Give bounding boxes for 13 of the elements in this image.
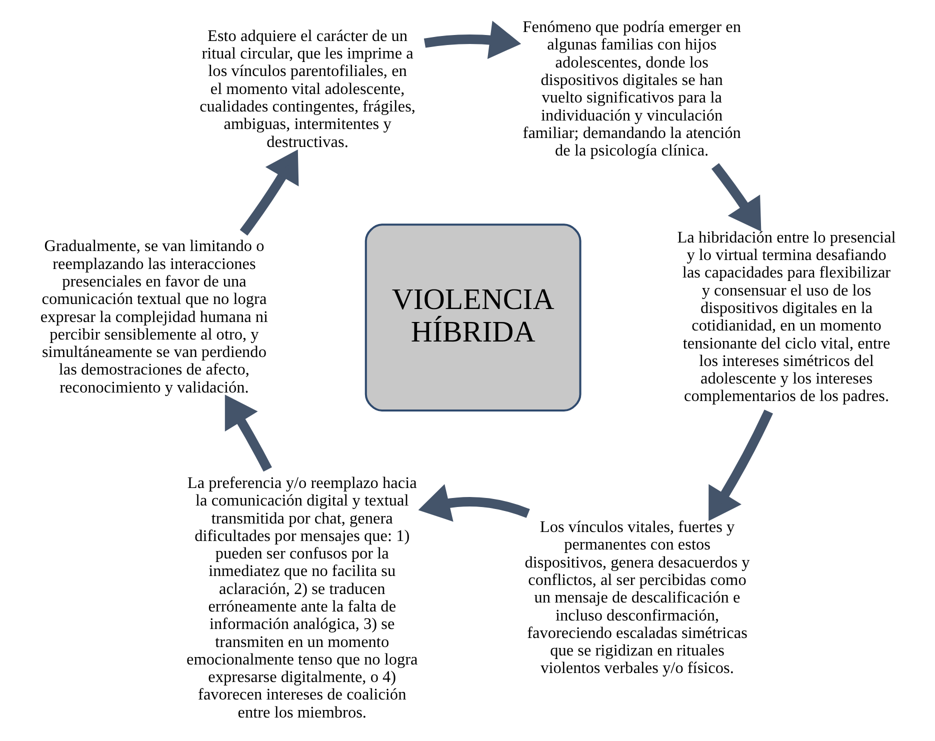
node-text: La hibridación entre lo presencial y lo virtual termina desafiando las capacidades para flexibilizar y consensuar el uso de los dispositivos digitales en la cotidianidad, en un momento tensionante del ciclo vital, entre los intereses simétricos del adolescente y los intereses complementarios de los padres. — [676, 227, 896, 406]
arrow — [239, 150, 298, 236]
node-text: Gradualmente, se van limitando o reemplazando las interacciones presenciales en favor de una comunicación textual que no logra expresar la complejidad humana ni percibir sensiblemente al otro, y simultáneamente se van perdiendo las demostraciones de afecto, reconocimiento y validación. — [40, 236, 268, 396]
node-text: Esto adquiere el carácter de un ritual circular, que les imprime a los vínculos parentofiliales, en el momento vital adolescente, cualidades contingentes, frágiles, ambiguas, intermitentes y destructivas. — [199, 26, 416, 151]
arrow — [418, 484, 530, 522]
arrow — [423, 20, 521, 59]
arrow — [708, 410, 772, 522]
arrow — [710, 163, 761, 232]
node-text: Los vínculos vitales, fuertes y permanentes con estos dispositivos, genera desacuerdos y conflictos, al ser percibidas como un mensaje de descalificación e incluso desconfirmación, favoreciendo escaladas simétricas que se rigidizan en rituales violentos verbales y/o físicos. — [524, 517, 750, 678]
node-box: VIOLENCIA HÍBRIDA — [364, 224, 581, 412]
arrow — [224, 394, 272, 472]
node-text: Fenómeno que podría emerger en algunas familias con hijos adolescentes, donde los dispositivos digitales se han vuelto significativos para la individuación y vinculación familiar; demandando la atención de la psicología clínica. — [522, 17, 740, 160]
node-text: La preferencia y/o reemplazo hacia la comunicación digital y textual transmitida por chat, genera dificultades por mensajes que: 1) pueden ser confusos por la inmediatez que no facilita su aclaración, 2) se traducen erróneamente ante la falta de información analógica, 3) se transmiten en un momento emocionalmente tenso que no logra expresarse digitalmente, o 4) favorecen intereses de coalición entre los miembros. — [186, 473, 418, 722]
